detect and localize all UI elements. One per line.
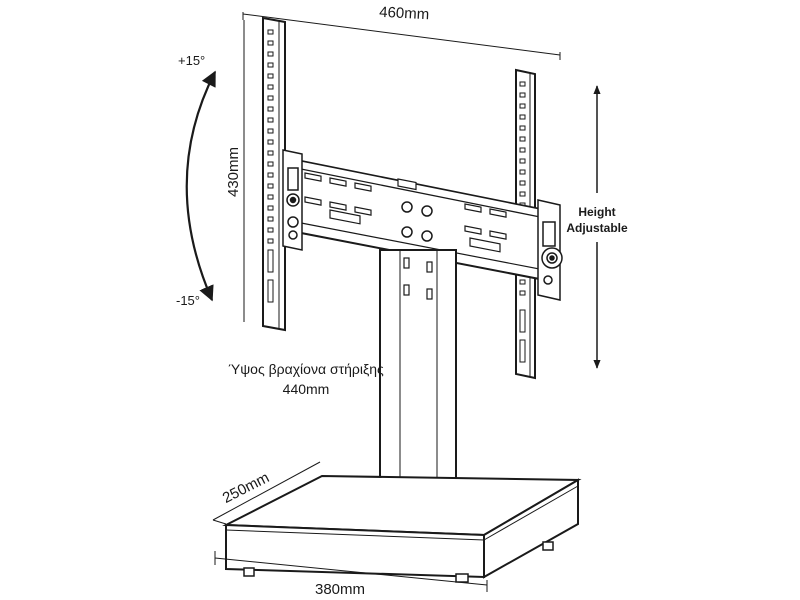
arm-hole: [267, 128, 274, 134]
arm-hole: [267, 95, 274, 101]
arm-hole: [267, 139, 274, 145]
arm-hole: [267, 183, 274, 189]
arm-hole: [267, 117, 274, 123]
arm-slot: [267, 279, 274, 303]
vesa-height-label: 430mm: [225, 147, 242, 197]
arm-hole: [519, 136, 526, 142]
right-hinge: [537, 199, 563, 301]
arm-hole: [267, 62, 274, 68]
height-adjust-line1: Height: [578, 205, 615, 219]
arm-hole: [519, 147, 526, 153]
arm-hole: [519, 279, 526, 285]
arm-hole: [519, 125, 526, 131]
arm-hole: [519, 191, 526, 197]
arm-hole: [267, 205, 274, 211]
arm-hole: [519, 114, 526, 120]
arm-hole: [267, 216, 274, 222]
arm-slot: [519, 339, 526, 363]
arm-hole: [519, 169, 526, 175]
base-width-dimension: [214, 551, 488, 592]
arm-hole: [267, 150, 274, 156]
tilt-up-label: +15°: [178, 53, 205, 68]
tilt-arc: [185, 70, 216, 302]
arm-slot: [267, 249, 274, 273]
base-depth-label: 250mm: [220, 469, 272, 507]
arm-hole: [519, 92, 526, 98]
arm-hole: [267, 161, 274, 167]
arm-hole: [519, 158, 526, 164]
arm-hole: [267, 29, 274, 35]
top-width-label: 460mm: [379, 4, 430, 24]
arm-hole: [267, 84, 274, 90]
base-width-label: 380mm: [315, 581, 365, 598]
bracket-height-caption: Ύψος βραχίονα στήριξης: [228, 361, 384, 377]
tilt-down-label: -15°: [176, 293, 200, 308]
top-width-dimension: [242, 12, 561, 60]
arm-slot: [519, 309, 526, 333]
arm-hole: [519, 180, 526, 186]
base-depth-dimension: [212, 461, 321, 525]
arm-hole: [519, 103, 526, 109]
arm-hole: [267, 51, 274, 57]
arm-hole: [267, 227, 274, 233]
height-adjust-line2: Adjustable: [566, 221, 628, 235]
arm-hole: [267, 172, 274, 178]
left-arm-holes: [267, 29, 274, 303]
arm-hole: [519, 290, 526, 296]
arm-hole: [267, 106, 274, 112]
bracket-height-value: 440mm: [283, 381, 330, 397]
arm-hole: [519, 81, 526, 87]
left-hinge: [282, 149, 303, 251]
arm-hole: [267, 238, 274, 244]
arm-hole: [267, 73, 274, 79]
left-vesa-arm: [262, 16, 286, 332]
arm-hole: [267, 194, 274, 200]
base-plate: [222, 474, 582, 583]
arm-hole: [267, 40, 274, 46]
